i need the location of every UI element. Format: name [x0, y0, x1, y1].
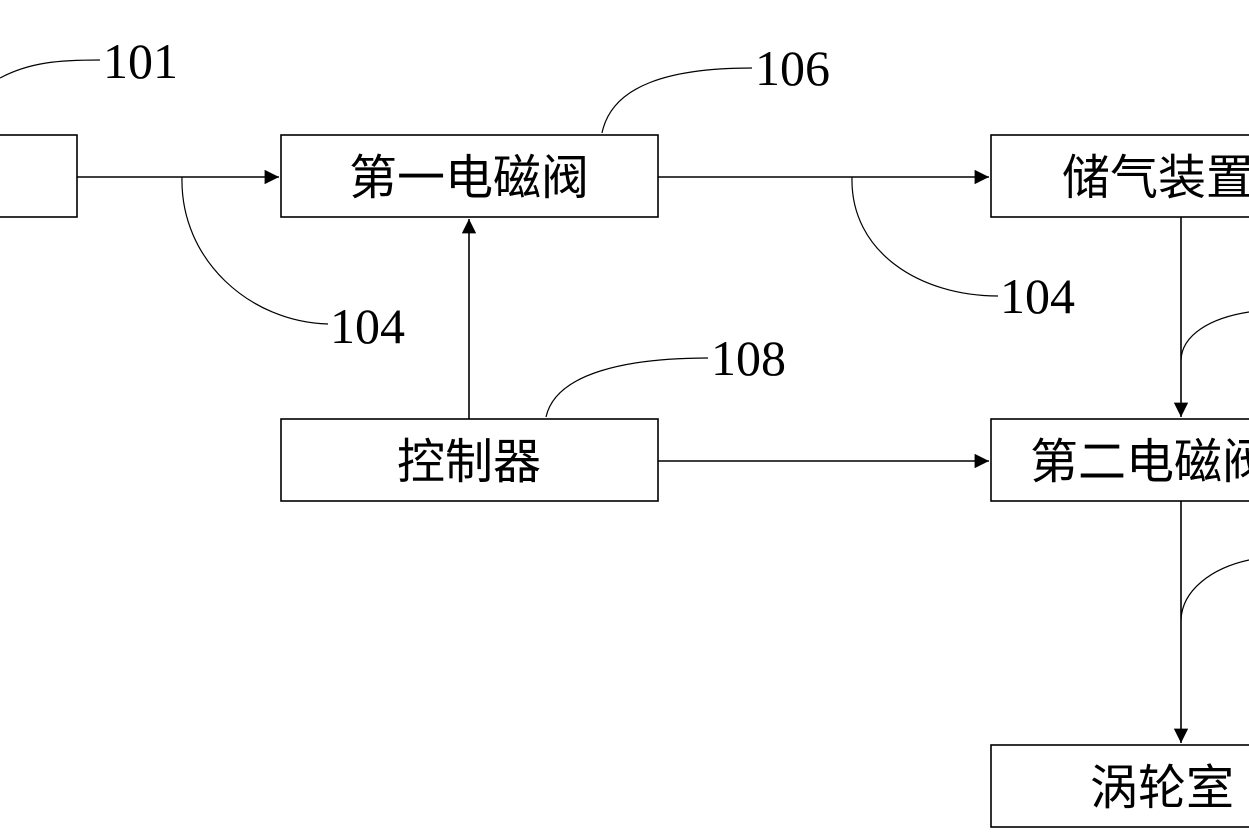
leader-104-left — [181, 176, 329, 325]
leader-storage-pipe — [1180, 311, 1249, 361]
turbine-label: 涡轮室 — [1090, 760, 1234, 816]
controller-box — [280, 418, 659, 502]
first-valve-box — [280, 134, 659, 218]
storage-label: 储气装置 — [1062, 150, 1249, 206]
first-valve-label: 第一电磁阀 — [349, 150, 589, 206]
controller-label: 控制器 — [397, 434, 541, 490]
leader-turbine-pipe — [1180, 559, 1249, 621]
leader-108 — [545, 357, 709, 418]
leader-104-right — [851, 176, 999, 297]
storage-box — [990, 134, 1249, 218]
ref-104-left: 104 — [330, 298, 405, 354]
ref-101: 101 — [103, 33, 178, 89]
ref-104-right: 104 — [1000, 268, 1075, 324]
turbine-box — [990, 744, 1249, 828]
leader-106 — [601, 67, 753, 134]
ref-108: 108 — [711, 330, 786, 386]
leader-101 — [0, 59, 101, 79]
second-valve-box — [990, 418, 1249, 502]
source-box — [0, 134, 78, 218]
ref-106: 106 — [755, 40, 830, 96]
second-valve-label: 第二电磁阀 — [1030, 434, 1249, 490]
